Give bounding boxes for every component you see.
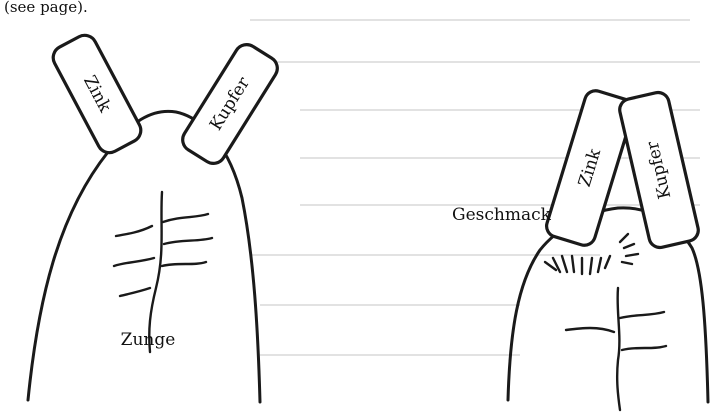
left-tongue-wrinkle	[162, 262, 206, 266]
left-tongue-wrinkle	[164, 238, 212, 244]
left-tongue-wrinkle	[163, 214, 208, 222]
left-tongue-wrinkle	[120, 288, 150, 296]
top-cut-text: (see page).	[4, 0, 88, 16]
right-tongue-midline	[617, 288, 620, 410]
right-copper-plate: Kupfer	[618, 90, 701, 249]
right-tongue-wrinkle	[566, 328, 614, 332]
left-tongue-illustration: Zink Kupfer Zunge	[28, 31, 282, 402]
right-tongue-illustration: Zink Kupfer Geschmack	[452, 88, 708, 410]
right-tongue-wrinkle	[622, 346, 666, 350]
left-tongue-wrinkle	[114, 258, 154, 266]
tongue-label: Zunge	[121, 330, 176, 350]
taste-label: Geschmack	[452, 205, 552, 225]
left-tongue-wrinkle	[116, 226, 152, 236]
right-tongue-wrinkle	[620, 312, 664, 318]
background-bleed-lines	[250, 20, 700, 355]
left-zinc-plate: Zink	[49, 31, 145, 157]
left-tongue-midline	[149, 192, 162, 352]
left-copper-plate: Kupfer	[178, 40, 282, 168]
